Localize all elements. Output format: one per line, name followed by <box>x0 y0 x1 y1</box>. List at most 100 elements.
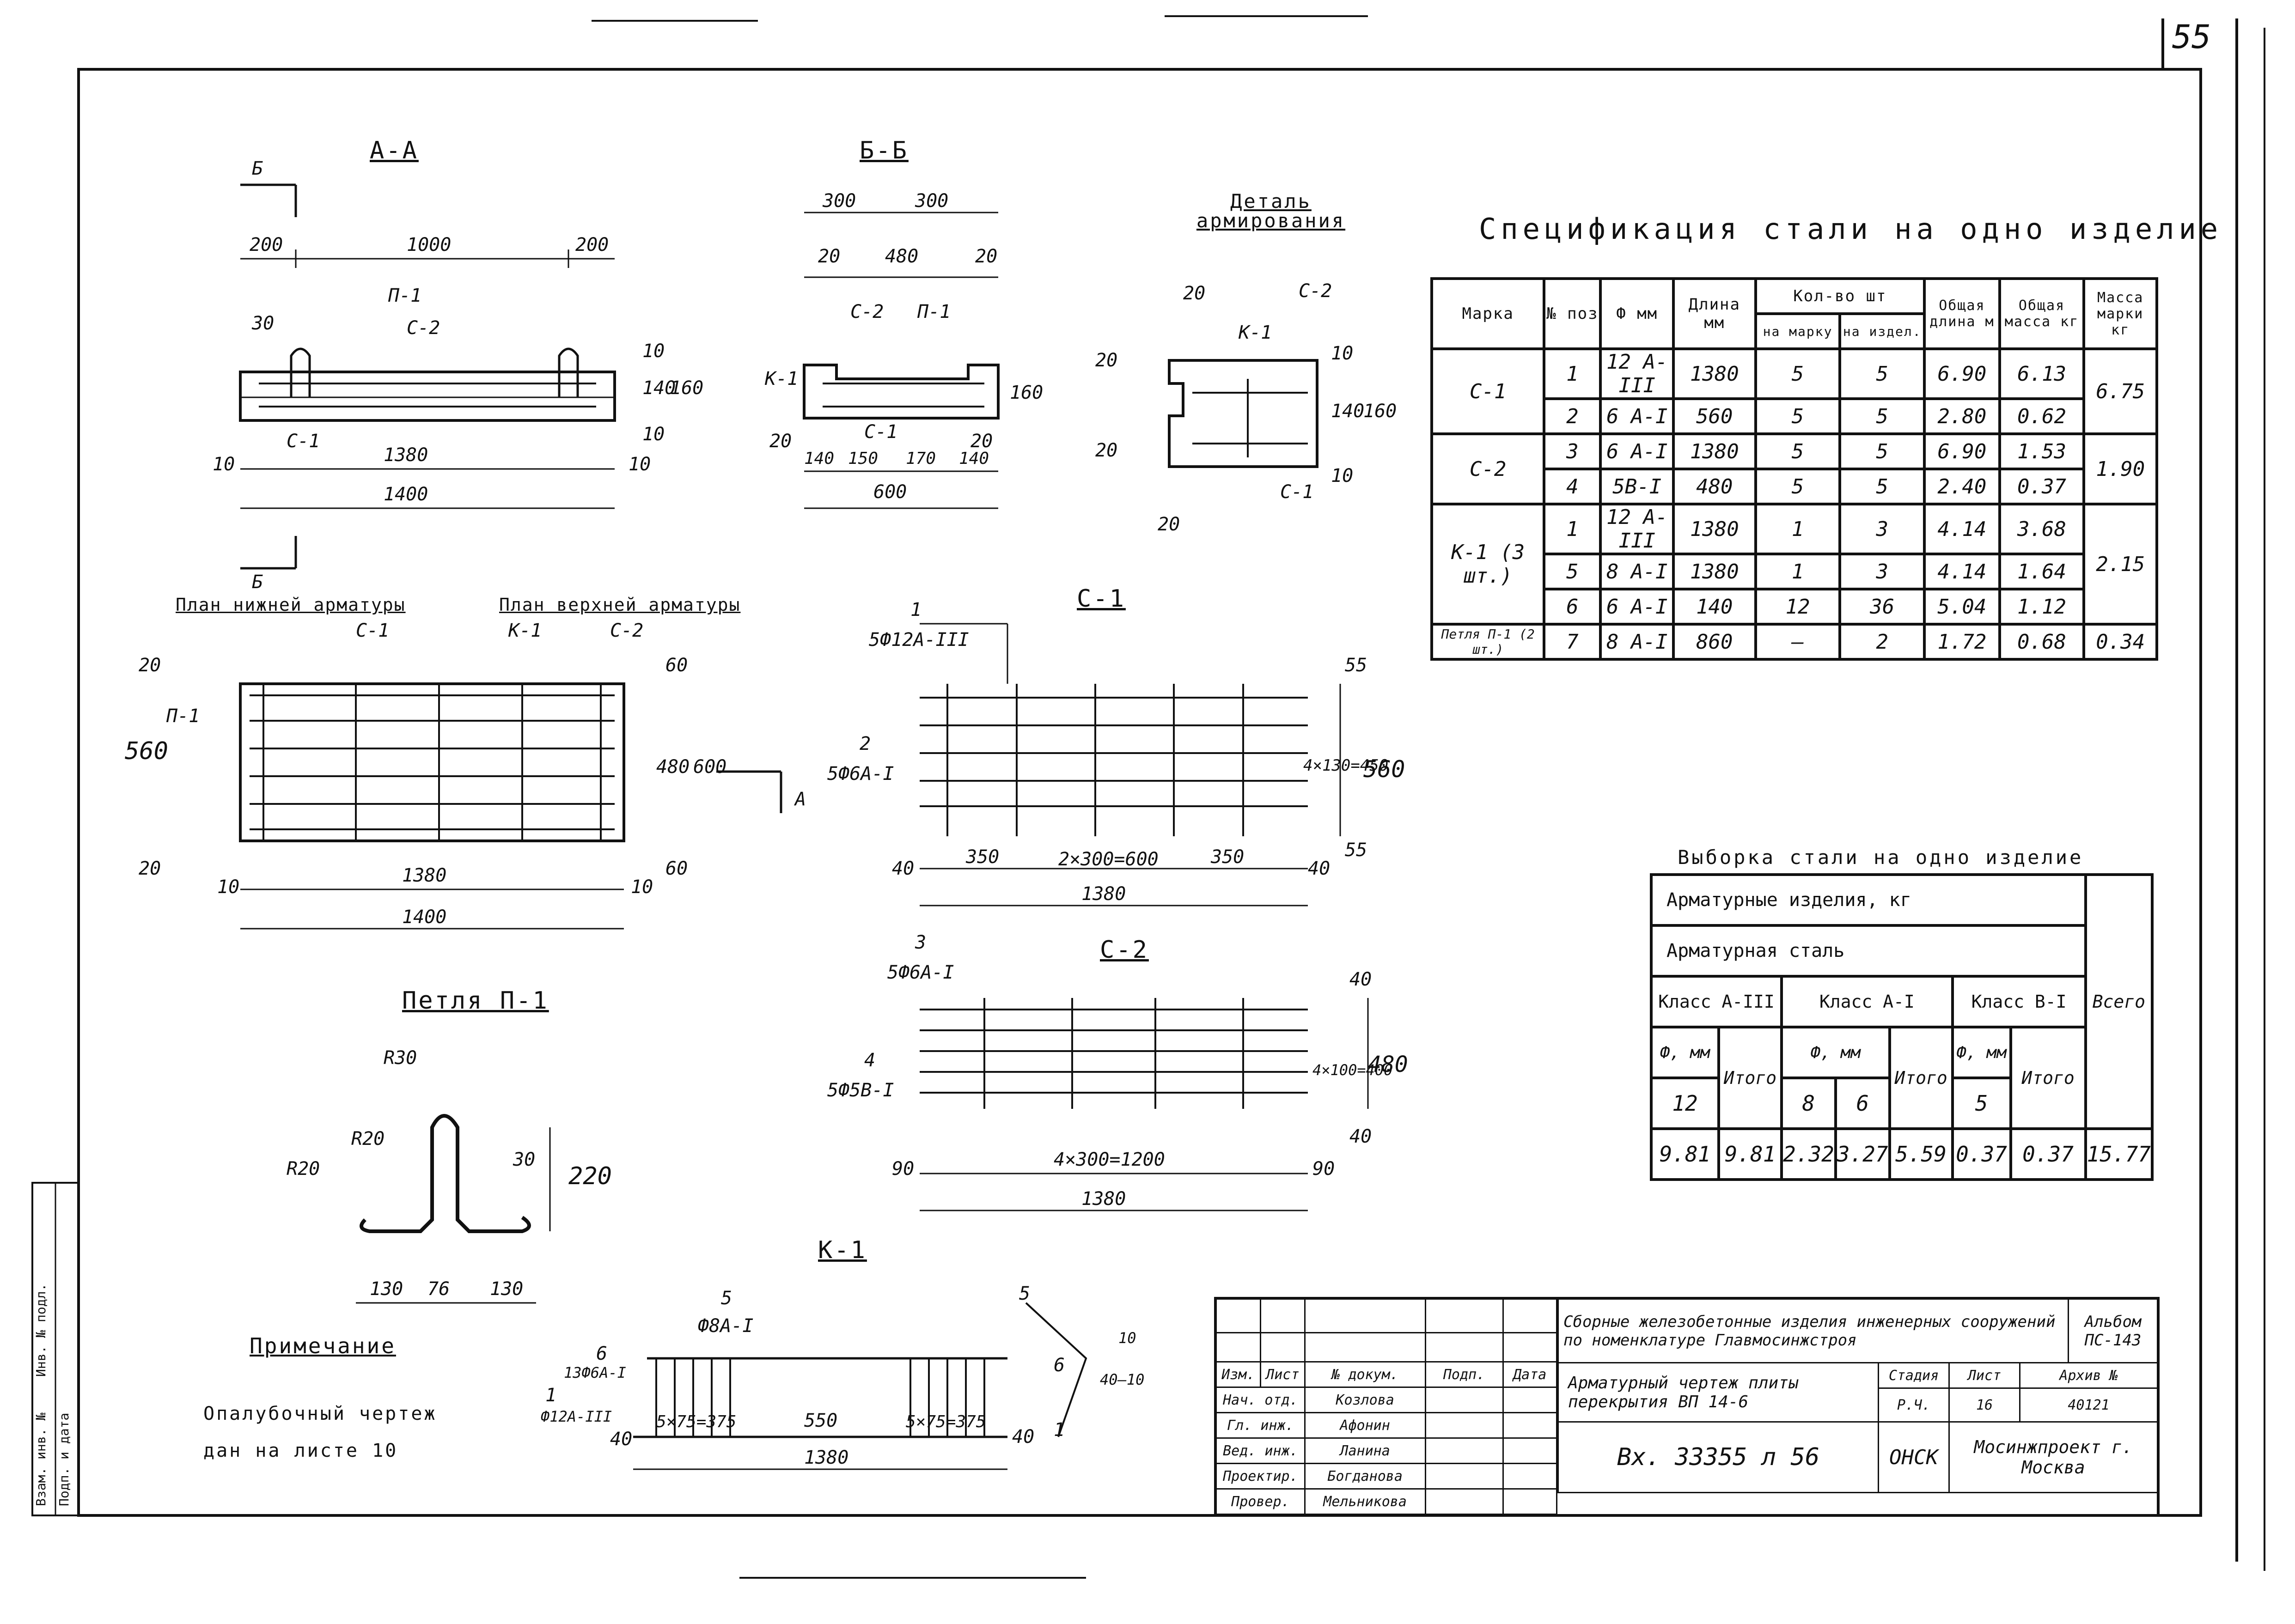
sel-vsego: Всего <box>2084 873 2154 1130</box>
detail-title: Деталь армирования <box>1196 190 1346 232</box>
cell: 6.90 <box>1923 432 2001 470</box>
tb-col: Дата <box>1502 1361 1557 1388</box>
hdr-marka: Марка <box>1430 277 1546 350</box>
dim: 40 <box>1349 1126 1372 1147</box>
cell: 5 <box>1754 468 1842 505</box>
hdr-d: Ф мм <box>1599 277 1675 350</box>
tag-p1: П-1 <box>388 285 422 306</box>
hdr-qty-m: на марку <box>1754 312 1842 350</box>
tb-stamp: Вх. 33355 л 56 <box>1557 1421 1879 1493</box>
cell: 5 <box>1754 397 1842 435</box>
sel-phi: Ф, мм <box>1780 1026 1891 1079</box>
mesh-c2-title: С-2 <box>1100 936 1149 964</box>
cell: 8 А-I <box>1599 623 1675 661</box>
cell: 140 <box>1672 588 1757 626</box>
cell: 0.68 <box>1998 623 2086 661</box>
dim: 55 <box>1345 655 1367 676</box>
cell: 1380 <box>1672 503 1757 555</box>
sel-class-a3: Класс А-III <box>1650 975 1783 1028</box>
title-block-main: Сборные железобетонные изделия инженерны… <box>1557 1298 2158 1493</box>
cell: 5 <box>1838 432 1926 470</box>
cell: 0.34 <box>2082 623 2158 661</box>
dim: 1380 <box>1081 1188 1126 1210</box>
dim: 10 <box>642 424 665 445</box>
cell: 4.14 <box>1923 553 2001 590</box>
tag-k1: К-1 <box>765 368 799 389</box>
cell: 3 <box>1543 432 1602 470</box>
dim: 1400 <box>384 484 428 505</box>
side-stamp-2: Подп. и дата <box>56 1412 72 1506</box>
cell: 8 А-I <box>1599 553 1675 590</box>
dim: 1380 <box>402 865 447 886</box>
cell: 3 <box>1838 553 1926 590</box>
bar-1: 5Ф12А-III <box>869 629 969 651</box>
tb-col: Лист <box>1259 1361 1306 1388</box>
cell: 1 <box>1543 503 1602 555</box>
dim: 140 <box>804 449 835 468</box>
selection-table: Арматурные изделия, кг Всего Арматурная … <box>1650 873 2154 1181</box>
cell: 2.80 <box>1923 397 2001 435</box>
dim: 160 <box>1010 382 1044 403</box>
tb-sheet: 16 <box>1948 1387 2020 1423</box>
dim: 20 <box>139 858 161 879</box>
cell: 860 <box>1672 623 1757 661</box>
sel-d: 5 <box>1951 1077 2012 1130</box>
cell: 1.72 <box>1923 623 2001 661</box>
dim: 300 <box>823 190 856 212</box>
tag-p1: П-1 <box>166 706 200 727</box>
tag-c1: С-1 <box>864 421 898 443</box>
dim: 1380 <box>384 444 428 466</box>
tag-c2: С-2 <box>610 620 644 641</box>
pos-1: 1 <box>545 1385 557 1406</box>
dim: 20 <box>1183 283 1206 304</box>
note-title: Примечание <box>250 1333 396 1358</box>
cell: 5.04 <box>1923 588 2001 626</box>
side-stamp-1: Взам. инв. № <box>33 1412 49 1506</box>
sel-itogo: Итого <box>2009 1026 2087 1130</box>
dim: 10 <box>217 876 240 898</box>
dim: 30 <box>513 1149 536 1170</box>
cell: 12 А-III <box>1599 503 1675 555</box>
tb-name: Козлова <box>1304 1387 1426 1413</box>
cell: 1 <box>1754 503 1842 555</box>
tb-onsk: ОНСК <box>1878 1421 1950 1493</box>
sel-d: 6 <box>1834 1077 1891 1130</box>
tb-inv-h: Архив № <box>2019 1362 2158 1389</box>
dim: 1400 <box>402 906 447 928</box>
dim: 4×130=450 <box>1303 756 1389 775</box>
title-block-signatures: Изм. Лист № докум. Подп. Дата Нач. отд.К… <box>1215 1298 1557 1515</box>
cell: 1.12 <box>1998 588 2086 626</box>
plan-lower-title: План нижней арматуры <box>176 595 406 615</box>
dim: 30 <box>252 313 275 334</box>
mesh-c1-title: С-1 <box>1077 585 1126 613</box>
cell: 36 <box>1838 588 1926 626</box>
cell: 2 <box>1543 397 1602 435</box>
cell: — <box>1754 623 1842 661</box>
tb-name: Ланина <box>1304 1437 1426 1464</box>
pos: 1 <box>1054 1419 1065 1441</box>
dim: 10 <box>213 454 235 475</box>
cell: 5В-I <box>1599 468 1675 505</box>
sel-class-b1: Класс В-I <box>1951 975 2087 1028</box>
radius: R20 <box>287 1158 320 1180</box>
cell: 6.90 <box>1923 347 2001 400</box>
tb-col: Подп. <box>1424 1361 1504 1388</box>
side-stamp-3: Инв. № подл. <box>33 1283 49 1377</box>
selection-title: Выборка стали на одно изделие <box>1678 846 2084 869</box>
cell: С-2 <box>1430 432 1546 505</box>
note-line2: дан на листе 10 <box>203 1440 398 1461</box>
tb-name: Мельникова <box>1304 1488 1426 1515</box>
dim: 60 <box>665 858 688 879</box>
dim: 90 <box>1312 1158 1335 1180</box>
dim: 140 <box>959 449 989 468</box>
cell: 2.15 <box>2082 503 2158 626</box>
dim: 20 <box>769 431 792 452</box>
dim: 480 <box>1368 1052 1408 1077</box>
tag-c1: С-1 <box>1280 481 1314 503</box>
cell: 2 <box>1838 623 1926 661</box>
dim: 10 <box>642 341 665 362</box>
dim: 76 <box>427 1278 450 1300</box>
tb-role: Гл. инж. <box>1215 1412 1306 1439</box>
dim: 40 <box>1308 858 1331 879</box>
